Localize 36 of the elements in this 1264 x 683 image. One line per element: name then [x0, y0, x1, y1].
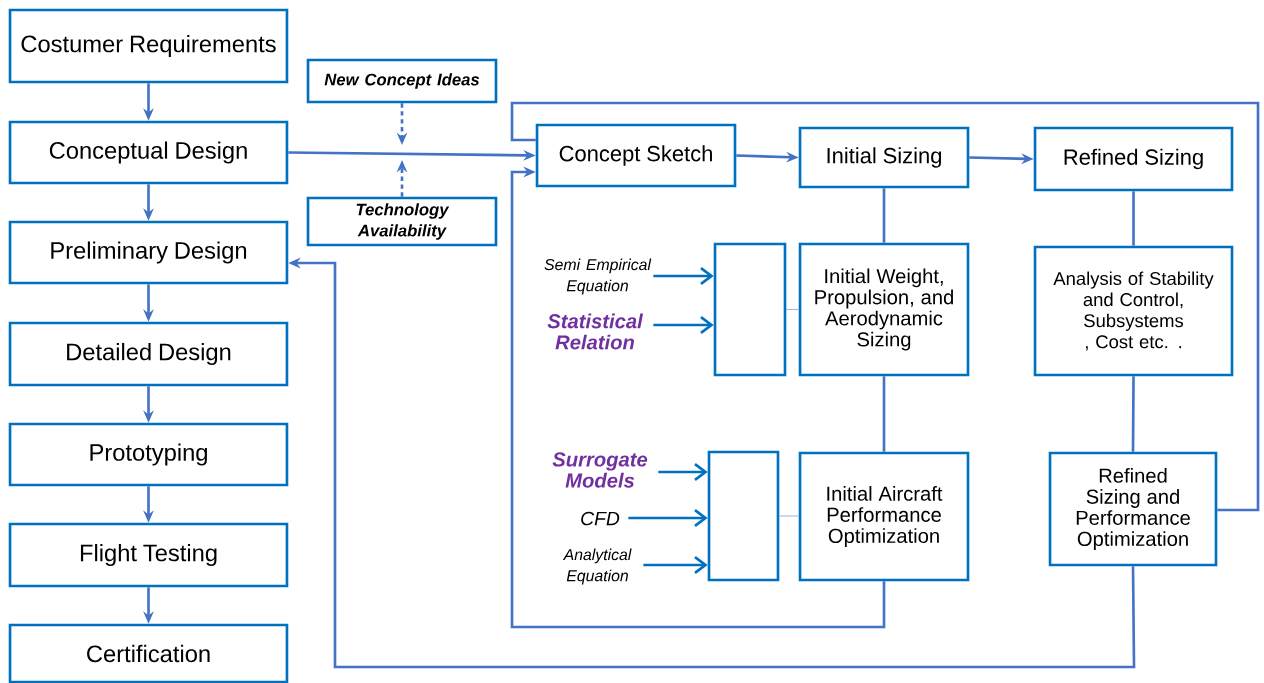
process-box: Refined Sizing and Performance Optimization	[1048, 451, 1218, 567]
connector-line	[882, 188, 886, 243]
arrow	[643, 556, 708, 574]
input-label: Semi Empirical Equation	[544, 258, 652, 295]
input-box: Technology Availability	[306, 196, 498, 247]
process-box: Initial Aircraft Performance Optimization	[798, 451, 970, 582]
process-box: Costumer Requirements	[8, 8, 289, 84]
process-box: Preliminary Design	[8, 220, 289, 285]
process-box: Conceptual Design	[8, 120, 289, 185]
process-box: Initial Weight, Propulsion, and Aerodynamic Sizing	[798, 242, 970, 377]
connector-line	[510, 101, 1260, 512]
process-box: Detailed Design	[8, 321, 289, 387]
empty-box	[713, 242, 787, 377]
connector-line	[785, 309, 800, 311]
arrow	[653, 316, 714, 334]
arrow	[628, 509, 708, 527]
arrow	[658, 463, 708, 481]
process-box: Analysis of Stability and Control, Subsystems , Cost etc. .	[1033, 245, 1234, 377]
process-box: Prototyping	[8, 422, 289, 487]
process-box: Initial Sizing	[798, 126, 970, 189]
process-box: Certification	[8, 623, 289, 683]
input-label: CFD	[581, 511, 620, 526]
empty-box	[707, 450, 780, 582]
arrow	[653, 267, 714, 285]
input-label: Statistical Relation	[547, 313, 644, 350]
process-box: Refined Sizing	[1033, 126, 1234, 192]
connector-line	[882, 376, 886, 452]
input-label: Analytical Equation	[562, 548, 632, 585]
arrow	[510, 166, 886, 629]
process-box: Flight Testing	[8, 522, 289, 588]
input-label: Surrogate Models	[552, 452, 648, 488]
input-box: New Concept Ideas	[306, 58, 498, 104]
connector-line	[1132, 191, 1135, 246]
connector-line	[778, 515, 800, 517]
connector-line	[1131, 376, 1135, 452]
process-box: Concept Sketch	[535, 123, 737, 188]
